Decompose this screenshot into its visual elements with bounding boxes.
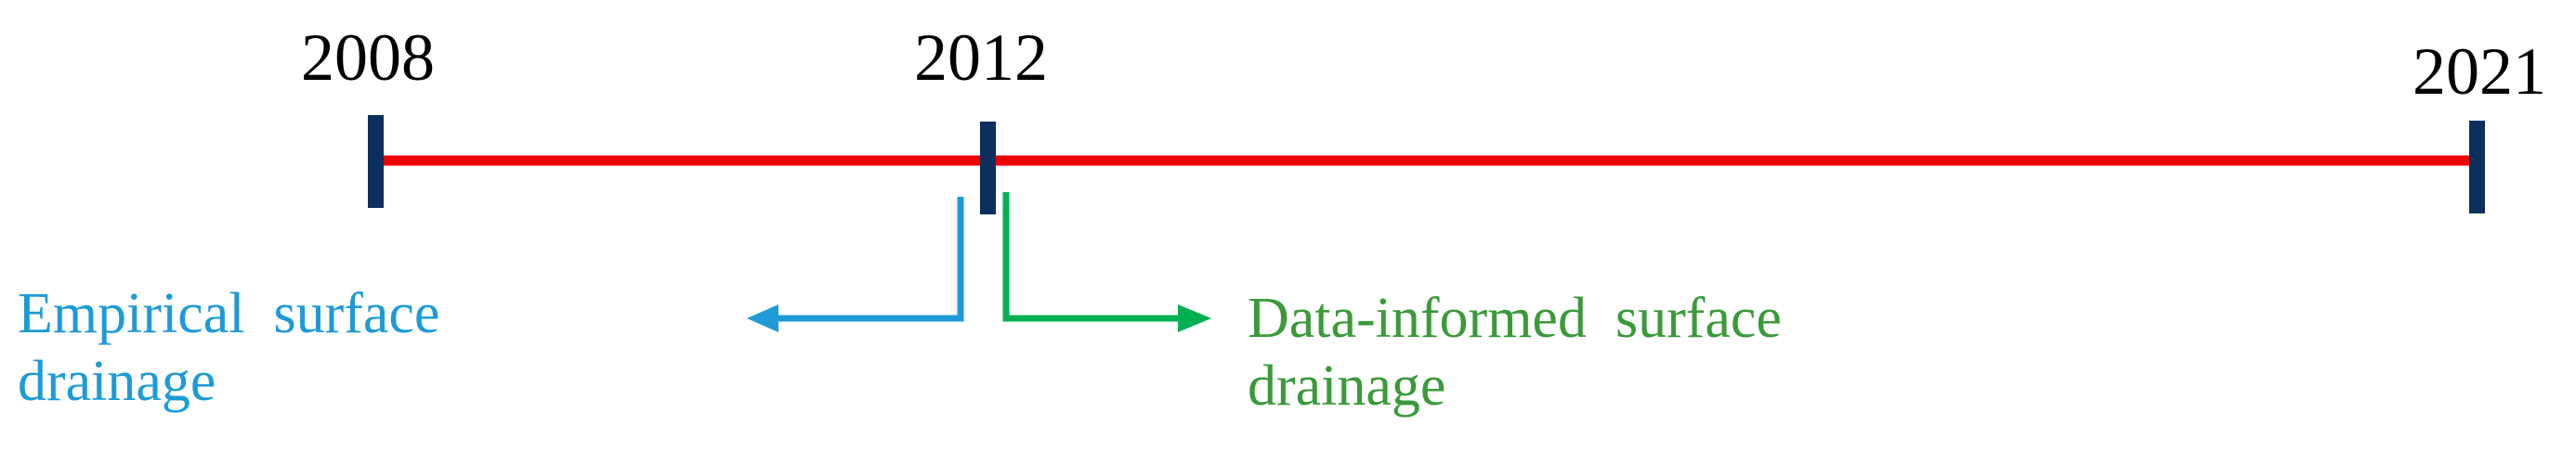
data-informed-arrow-line [1002, 192, 1180, 322]
data-informed-caption-line-1: Data-informed surface [1248, 287, 1782, 350]
tick-mark-2021 [2469, 121, 2485, 213]
year-label-2012: 2012 [914, 20, 1048, 95]
data-informed-arrow-head-icon [1178, 304, 1211, 332]
tick-mark-2008 [368, 115, 384, 208]
data-informed-caption-line-2: drainage [1248, 355, 1446, 419]
empirical-arrow-head-icon [747, 304, 778, 332]
year-label-2021: 2021 [2413, 34, 2546, 109]
empirical-arrow-line [776, 197, 964, 322]
empirical-caption-line-2: drainage [18, 350, 216, 414]
data-informed-caption: Data-informed surface drainage [1248, 285, 1782, 420]
tick-mark-2012 [980, 122, 996, 214]
year-label-2008: 2008 [301, 20, 435, 95]
empirical-caption-line-1: Empirical surface [18, 282, 440, 345]
empirical-caption: Empirical surface drainage [18, 280, 439, 416]
